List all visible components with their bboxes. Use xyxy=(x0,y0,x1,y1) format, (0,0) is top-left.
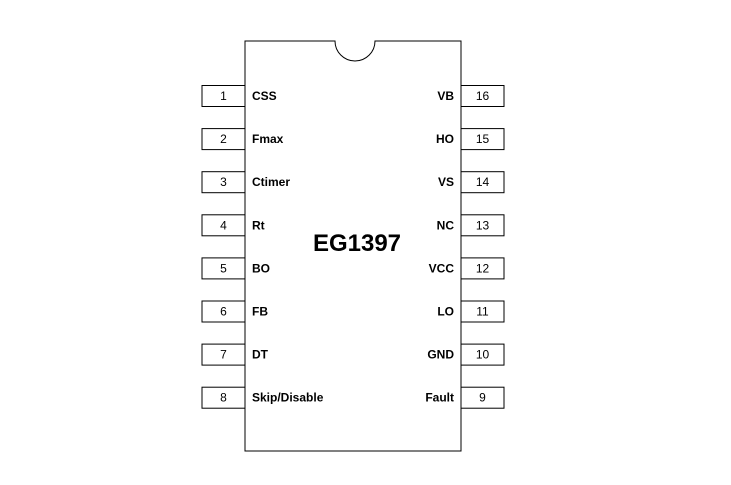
pin-label: Rt xyxy=(252,218,265,232)
pin-3: 3 Ctimer xyxy=(201,171,290,194)
pin-5: 5 BO xyxy=(201,257,270,280)
pin-8: 8 Skip/Disable xyxy=(201,386,324,409)
pin-13: 13 NC xyxy=(437,214,505,237)
pin-number: 15 xyxy=(476,132,490,146)
pin-number: 12 xyxy=(476,261,490,275)
chip-name: EG1397 xyxy=(313,230,401,257)
pin-box xyxy=(201,300,246,323)
pin-label: FB xyxy=(252,305,268,319)
pin-number: 1 xyxy=(220,89,227,103)
pin-12: 12 VCC xyxy=(429,257,505,280)
pin-number: 3 xyxy=(220,175,227,189)
pin-label: CSS xyxy=(252,89,277,103)
pin-15: 15 HO xyxy=(436,128,505,151)
right-pins: 16 VB 15 HO 14 VS 13 NC 12 VCC 11 LO 10 GND 9 Fault xyxy=(425,85,505,409)
pin-number: 10 xyxy=(476,348,490,362)
pin-label: VCC xyxy=(429,261,455,275)
pin-box xyxy=(460,386,505,409)
pin-box xyxy=(460,214,505,237)
chip-body xyxy=(244,40,462,452)
pin-11: 11 LO xyxy=(437,300,505,323)
pin-label: Fmax xyxy=(252,132,284,146)
pin-number: 6 xyxy=(220,305,227,319)
pin-label: VS xyxy=(438,175,454,189)
left-pins: 1 CSS 2 Fmax 3 Ctimer 4 Rt 5 BO 6 FB 7 DT 8 Skip/Disabl… xyxy=(201,85,324,409)
pin-box xyxy=(460,343,505,366)
pin-label: LO xyxy=(437,305,454,319)
pin-box xyxy=(201,343,246,366)
pin-number: 5 xyxy=(220,261,227,275)
pin-16: 16 VB xyxy=(437,85,505,107)
pin-number: 14 xyxy=(476,175,490,189)
pin-box xyxy=(460,85,505,107)
pin-box xyxy=(201,257,246,280)
pin-label: DT xyxy=(252,348,269,362)
pin-box xyxy=(201,85,246,107)
pin-1: 1 CSS xyxy=(201,85,277,107)
pin-4: 4 Rt xyxy=(201,214,265,237)
pin-box xyxy=(460,171,505,194)
pin-number: 8 xyxy=(220,391,227,405)
pin-2: 2 Fmax xyxy=(201,128,284,151)
pin-7: 7 DT xyxy=(201,343,269,366)
pin-label: VB xyxy=(437,89,454,103)
pin-number: 11 xyxy=(476,305,489,319)
pin-box xyxy=(201,214,246,237)
pin-14: 14 VS xyxy=(438,171,505,194)
pin-label: Fault xyxy=(425,391,454,405)
pin-box xyxy=(201,171,246,194)
pin-label: Skip/Disable xyxy=(252,391,324,405)
pin-label: NC xyxy=(437,218,455,232)
pin-number: 4 xyxy=(220,218,227,232)
pin-label: HO xyxy=(436,132,454,146)
pin-number: 13 xyxy=(476,218,490,232)
pin-10: 10 GND xyxy=(427,343,505,366)
pin-number: 2 xyxy=(220,132,227,146)
pin-6: 6 FB xyxy=(201,300,268,323)
pin-9: 9 Fault xyxy=(425,386,505,409)
pin-label: Ctimer xyxy=(252,175,290,189)
pin-box xyxy=(460,257,505,280)
pin-box xyxy=(460,300,505,323)
pin-label: BO xyxy=(252,261,270,275)
pin-number: 16 xyxy=(476,89,490,103)
pin-box xyxy=(201,128,246,151)
pin-box xyxy=(460,128,505,151)
pin-label: GND xyxy=(427,348,454,362)
pin-number: 9 xyxy=(479,391,486,405)
pin-box xyxy=(201,386,246,409)
pin-number: 7 xyxy=(220,348,227,362)
